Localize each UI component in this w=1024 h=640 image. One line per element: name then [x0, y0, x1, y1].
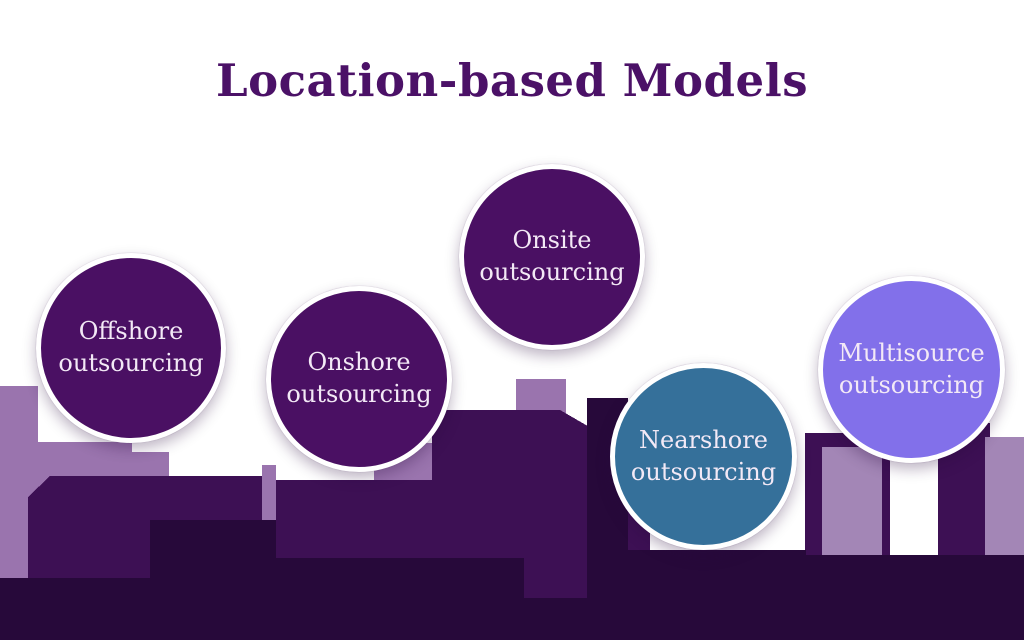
- bubble-label-line: outsourcing: [479, 258, 625, 286]
- building: [620, 550, 806, 640]
- bubble-label-line: Onsite: [512, 226, 592, 255]
- bubble-label-line: outsourcing: [58, 349, 204, 377]
- bubble-label-line: Offshore: [78, 317, 184, 346]
- model-bubble-nearshore: Nearshore outsourcing: [610, 363, 797, 550]
- building: [276, 558, 524, 640]
- bubble-label-line: Multisource: [838, 338, 985, 367]
- bubble-label-line: outsourcing: [286, 380, 432, 408]
- bubble-label-line: Nearshore: [639, 425, 768, 454]
- building: [822, 447, 882, 555]
- building: [790, 555, 1024, 640]
- building: [0, 578, 153, 640]
- model-bubble-multisource: Multisource outsourcing: [818, 276, 1005, 463]
- skyline-front-layer: [0, 398, 1024, 640]
- building: [150, 520, 276, 640]
- page-title: Location-based Models: [215, 54, 809, 107]
- model-bubble-offshore: Offshore outsourcing: [36, 253, 226, 443]
- bubble-label-line: Onshore: [307, 348, 411, 377]
- model-bubble-onshore: Onshore outsourcing: [266, 286, 452, 472]
- model-bubble-onsite: Onsite outsourcing: [459, 164, 645, 350]
- bubble-label-line: outsourcing: [838, 370, 985, 399]
- bubble-label-line: outsourcing: [630, 457, 777, 486]
- building: [518, 598, 590, 640]
